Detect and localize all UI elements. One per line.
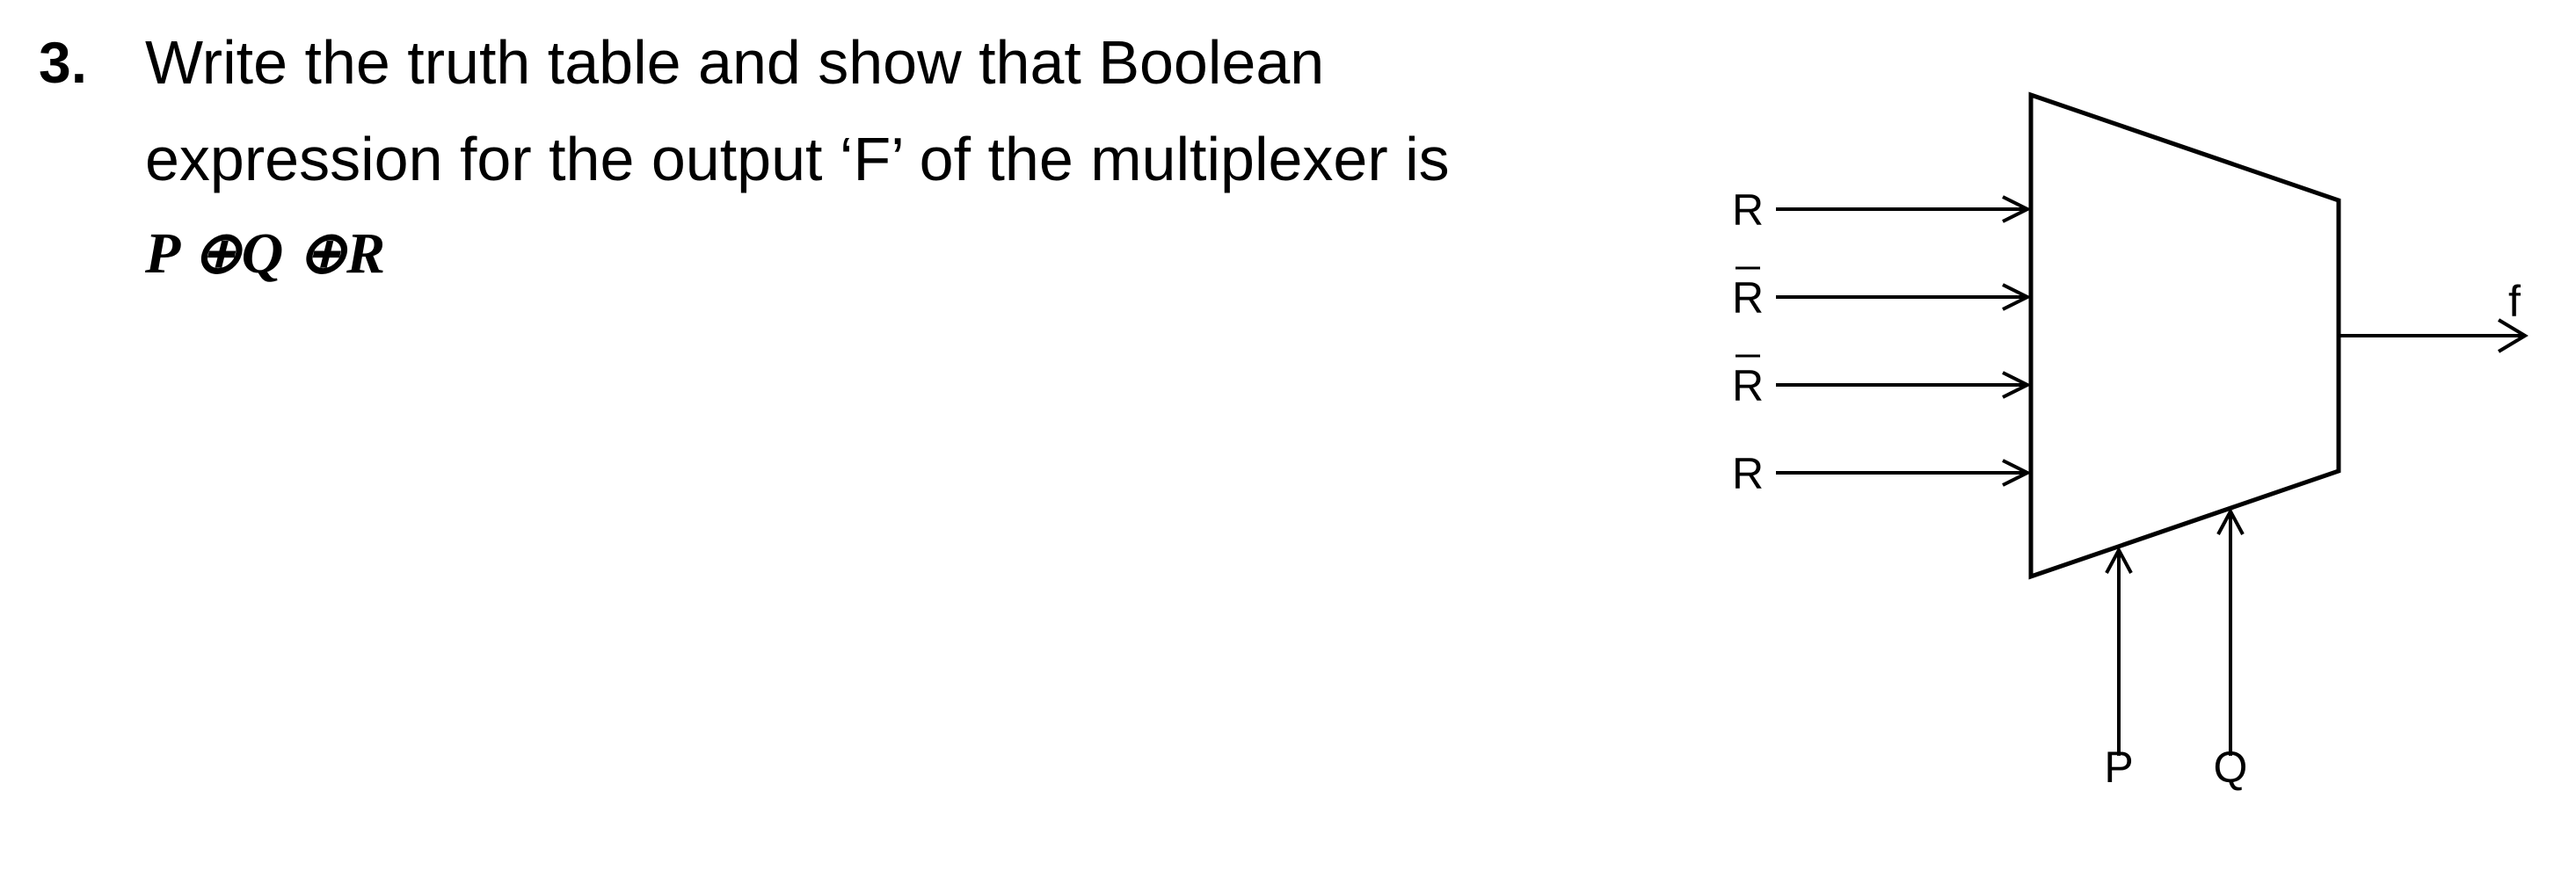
input-arrowhead-2 <box>2002 283 2032 311</box>
multiplexer-svg: R R R R f P Q <box>1732 91 2529 792</box>
input-label-2: R <box>1732 273 1764 323</box>
multiplexer-body <box>2028 91 2341 580</box>
question-number: 3. <box>39 30 88 95</box>
multiplexer-diagram: R R R R f P Q <box>1688 53 2567 861</box>
output-arrowhead <box>2497 318 2529 353</box>
input-arrowhead-4 <box>2002 459 2032 487</box>
select-label-q: Q <box>2214 743 2248 792</box>
output-label: f <box>2508 277 2521 326</box>
input-label-4: R <box>1732 449 1764 498</box>
question-text-line-2: expression for the output ‘F’ of the mul… <box>145 125 1450 193</box>
select-arrowhead-p <box>2105 546 2133 574</box>
input-arrowhead-1 <box>2002 195 2032 223</box>
select-label-p: P <box>2104 743 2133 792</box>
input-arrowhead-3 <box>2002 371 2032 399</box>
boolean-expression: P ⊕Q ⊕R <box>145 221 386 286</box>
select-arrowhead-q <box>2216 507 2245 535</box>
input-label-3: R <box>1732 361 1764 410</box>
question-text-line-1: Write the truth table and show that Bool… <box>145 28 1325 97</box>
input-label-1: R <box>1732 185 1764 235</box>
